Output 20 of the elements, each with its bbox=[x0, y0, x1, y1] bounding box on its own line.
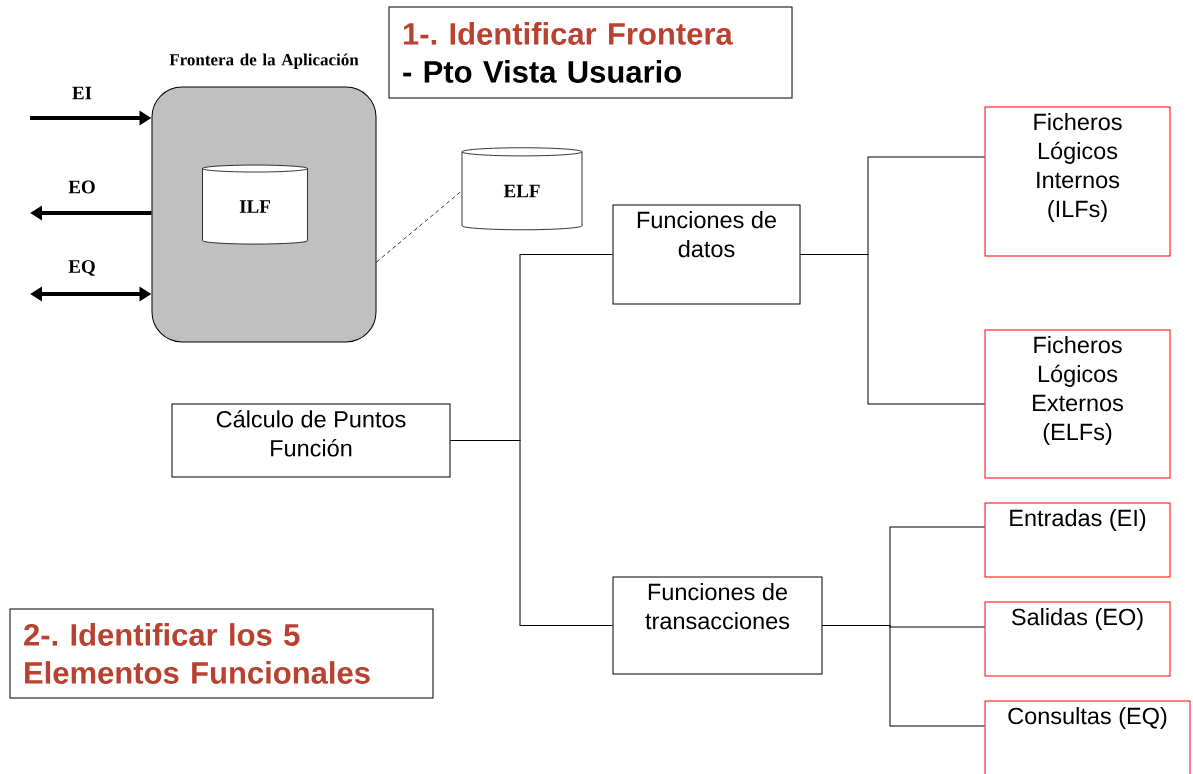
step-box: 1-. Identificar Frontera - Pto Vista Usuario bbox=[388, 6, 793, 99]
edge-label: EI bbox=[70, 85, 94, 101]
process-box: Funciones de transacciones bbox=[612, 576, 823, 675]
database-cylinder: ILF bbox=[202, 164, 308, 245]
element-box: Salidas (EO) bbox=[984, 601, 1171, 677]
connector bbox=[800, 254, 985, 405]
process-box: Cálculo de Puntos Función bbox=[171, 403, 451, 478]
node-label: Frontera de la Aplicación bbox=[169, 53, 359, 69]
element-box: Ficheros Lógicos Internos (ILFs) bbox=[984, 106, 1171, 257]
connector bbox=[450, 440, 613, 626]
step-box: 2-. Identificar los 5 Elementos Funcionales bbox=[9, 608, 434, 699]
element-box: Consultas (EQ) bbox=[984, 700, 1191, 774]
edge-label: EQ bbox=[67, 259, 97, 277]
edge-label: EO bbox=[67, 179, 97, 195]
database-cylinder: ELF bbox=[461, 147, 583, 231]
process-box: Funciones de datos bbox=[612, 204, 801, 305]
connector bbox=[376, 190, 462, 263]
element-box: Entradas (EI) bbox=[984, 502, 1171, 578]
connector bbox=[822, 625, 985, 727]
element-box: Ficheros Lógicos Externos (ELFs) bbox=[984, 329, 1171, 479]
